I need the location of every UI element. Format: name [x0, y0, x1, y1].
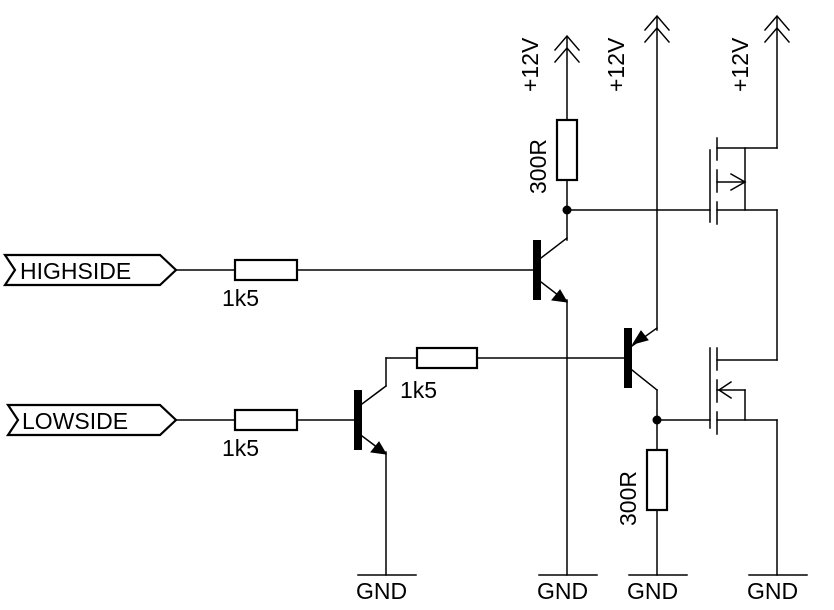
port-label: LOWSIDE: [22, 408, 128, 434]
npn-transistor-low: [354, 357, 418, 576]
ground-4: GND: [747, 574, 808, 604]
resistor-pulldown: 300R: [615, 448, 669, 576]
supply-label: +12V: [727, 37, 753, 92]
supply-label: +12V: [603, 37, 629, 92]
resistor-high-input: 1k5: [222, 258, 538, 311]
resistor-label: 1k5: [222, 435, 259, 461]
ground-1: GND: [356, 574, 417, 604]
resistor-label: 1k5: [400, 377, 437, 403]
resistor-label: 300R: [615, 471, 641, 526]
supply-label: +12V: [517, 37, 543, 92]
supply-12v-1: +12V: [517, 34, 581, 121]
resistor-low-input: 1k5: [222, 408, 359, 461]
ground-2: GND: [537, 574, 598, 604]
resistor-label: 1k5: [222, 285, 259, 311]
supply-12v-2: +12V: [603, 14, 671, 331]
port-label: HIGHSIDE: [20, 258, 131, 284]
resistor-pullup: 300R: [525, 118, 579, 241]
port-highside: HIGHSIDE: [2, 253, 236, 287]
pnp-transistor: [624, 326, 662, 451]
ground-label: GND: [356, 578, 407, 604]
resistor-label: 300R: [525, 139, 551, 194]
n-mosfet-lower: [709, 347, 778, 576]
p-mosfet-upper: [709, 137, 778, 225]
resistor-mid: 1k5: [400, 346, 629, 403]
supply-12v-3: +12V: [727, 14, 791, 149]
ground-3: GND: [627, 574, 688, 604]
port-lowside: LOWSIDE: [5, 403, 236, 437]
ground-label: GND: [537, 578, 588, 604]
ground-label: GND: [747, 578, 798, 604]
npn-transistor-high: [533, 236, 569, 576]
ground-label: GND: [627, 578, 678, 604]
